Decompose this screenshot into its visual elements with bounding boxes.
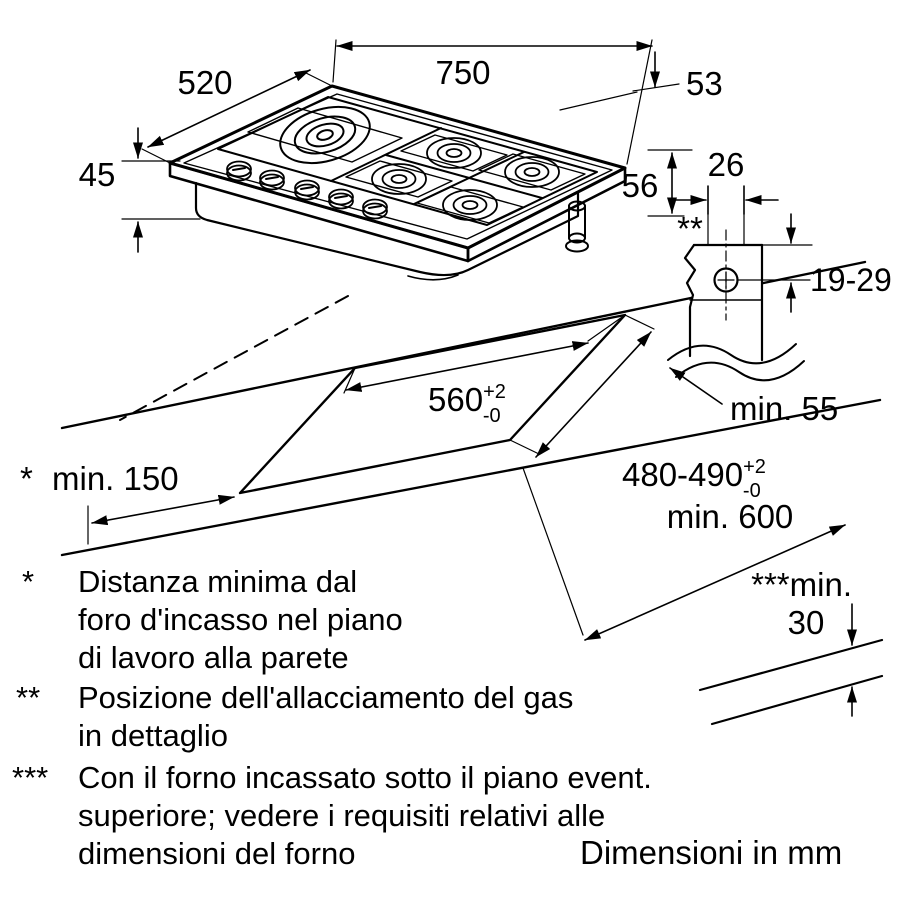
grate-square xyxy=(416,186,524,224)
footnote-2-marker: ** xyxy=(16,680,40,715)
break-curve-2 xyxy=(675,360,805,382)
dim-26-connectors xyxy=(707,213,745,246)
dimension-annotations: 750 520 45 53 56 ** 26 19-29 min. 55 xyxy=(20,39,892,717)
min600-label: min. 600 xyxy=(667,498,794,535)
footnotes: * Distanza minima dal foro d'incasso nel… xyxy=(12,564,842,871)
dim-53-label: 53 xyxy=(686,65,723,102)
grate-square xyxy=(400,134,508,172)
dim-750-extensions xyxy=(332,39,653,165)
grate-square xyxy=(345,160,453,198)
oven-top-line-2 xyxy=(710,674,884,726)
dim-26-label: 26 xyxy=(708,146,745,183)
dim-min600-extension xyxy=(522,467,584,636)
hob-drawing xyxy=(168,84,627,281)
cutout-width-label: 560+2-0 xyxy=(428,381,506,427)
footnote-2-line-1: Posizione dell'allacciamento del gas xyxy=(78,680,573,715)
grate-dividers xyxy=(330,127,543,205)
gas-pipe xyxy=(565,200,589,253)
dim-56-label: 56 xyxy=(622,167,659,204)
burner xyxy=(426,137,482,169)
control-knob xyxy=(259,169,285,191)
footnote-3-line-3: dimensioni del forno xyxy=(78,836,355,871)
dim-19-29-label: 19-29 xyxy=(810,262,892,298)
dim-19-29-ticks xyxy=(736,244,813,281)
dim-480-line xyxy=(535,331,652,458)
hob-right-face xyxy=(466,166,627,263)
dim-45-label: 45 xyxy=(79,156,116,193)
cutout-depth-label: 480-490+2-0 xyxy=(622,456,766,502)
footnote-2-line-2: in dettaglio xyxy=(78,718,228,753)
grate-square xyxy=(478,153,586,191)
hob-skirt-arc xyxy=(407,274,459,281)
dim-min150-line xyxy=(91,494,235,526)
burner xyxy=(504,156,560,188)
dim-56-ticks xyxy=(647,149,693,217)
burner xyxy=(371,163,427,195)
control-knob xyxy=(226,160,252,182)
gas-connection-detail xyxy=(667,229,805,382)
dim-min55-arrow xyxy=(669,367,723,405)
worktop-front-edge xyxy=(60,398,882,557)
footnote-1-line-1: Distanza minima dal xyxy=(78,564,357,599)
dim-53-extensions xyxy=(559,83,680,111)
dim-480-extensions xyxy=(509,314,655,455)
dim-45-ticks xyxy=(121,160,201,220)
footnote-1-marker: * xyxy=(22,564,34,599)
min30-label: ***min. xyxy=(751,566,852,603)
min150-marker: * xyxy=(20,460,33,497)
detail-broken-edge xyxy=(683,243,697,358)
control-knob xyxy=(328,188,354,210)
control-knob xyxy=(294,179,320,201)
dim-750-label: 750 xyxy=(435,54,490,91)
hob-skirt xyxy=(194,181,580,277)
dim-min600-line xyxy=(584,524,846,641)
footnote-1-line-3: di lavoro alla parete xyxy=(78,640,349,675)
alignment-dashed-line xyxy=(119,295,349,421)
min150-label: min. 150 xyxy=(52,460,179,497)
oven-top-line-1 xyxy=(698,638,884,692)
burner-large xyxy=(279,105,371,165)
dim-520-extensions xyxy=(141,71,333,164)
min30-value: 30 xyxy=(788,604,825,641)
footnote-3-line-1: Con il forno incassato sotto il piano ev… xyxy=(78,760,652,795)
dim-520-line xyxy=(147,69,311,148)
footnote-3-marker: *** xyxy=(12,760,48,795)
dim-520-label: 520 xyxy=(177,64,232,101)
units-note: Dimensioni in mm xyxy=(580,834,842,871)
footnote-3-line-2: superiore; vedere i requisiti relativi a… xyxy=(78,798,605,833)
gas-detail-marker: ** xyxy=(677,210,703,247)
gas-hole-center-mark xyxy=(717,271,735,289)
dim-min55-label: min. 55 xyxy=(730,390,838,427)
footnote-1-line-2: foro d'incasso nel piano xyxy=(78,602,403,637)
control-knob xyxy=(362,198,388,220)
dim-26-ticks xyxy=(707,185,745,215)
burner xyxy=(442,189,498,221)
break-curve-1 xyxy=(667,343,797,365)
